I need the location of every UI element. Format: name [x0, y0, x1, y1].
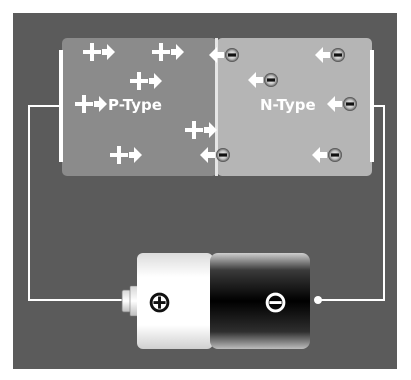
- right-wire-junction: [314, 296, 322, 304]
- right-wire: [318, 105, 385, 301]
- battery-body-white: [137, 253, 213, 349]
- junction-line: [215, 38, 218, 176]
- battery-positive-symbol: ⊕: [147, 285, 172, 320]
- left-wire: [28, 105, 122, 301]
- p-type-region: [62, 38, 217, 176]
- p-type-label: P-Type: [108, 96, 162, 114]
- battery-negative-symbol: ⊖: [263, 285, 288, 320]
- right-contact-plate: [370, 50, 374, 162]
- battery-positive-terminal: [129, 285, 139, 317]
- battery-body-black: [210, 253, 310, 349]
- left-contact-plate: [59, 50, 63, 162]
- battery: ⊕ ⊖: [121, 253, 322, 349]
- n-type-label: N-Type: [260, 96, 316, 114]
